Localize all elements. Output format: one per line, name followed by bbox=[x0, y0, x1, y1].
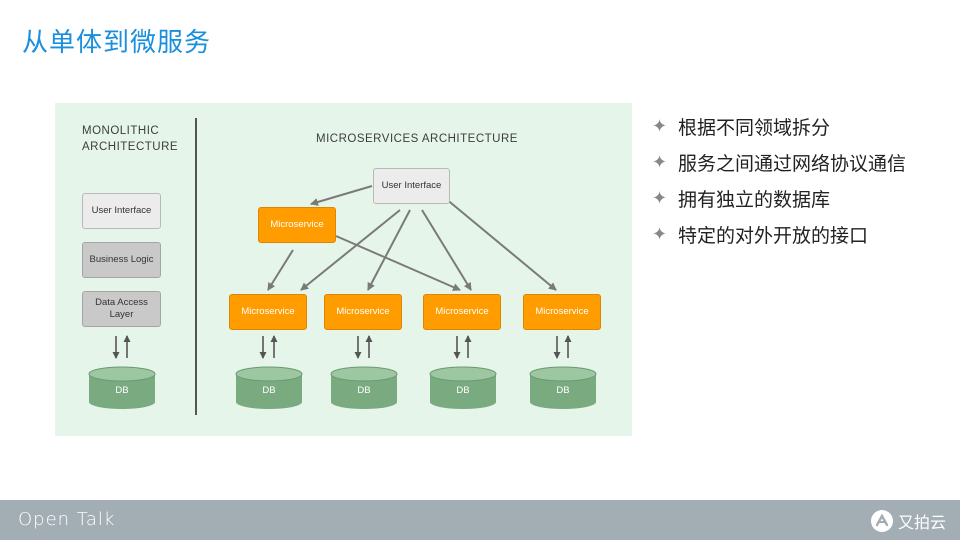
db-label-1: DB bbox=[262, 385, 276, 396]
microservice-3-box: Microservice bbox=[423, 294, 501, 330]
bullet-item: ✦ 特定的对外开放的接口 bbox=[652, 216, 906, 252]
mono-business-logic-box: Business Logic bbox=[82, 242, 161, 278]
db-label-mono: DB bbox=[115, 385, 129, 396]
bullet-item: ✦ 服务之间通过网络协议通信 bbox=[652, 144, 906, 180]
bullet-text: 特定的对外开放的接口 bbox=[678, 224, 869, 247]
monolithic-heading-line2: ARCHITECTURE bbox=[82, 141, 179, 153]
microservices-heading: MICROSERVICES ARCHITECTURE bbox=[316, 133, 518, 145]
mono-user-interface-box: User Interface bbox=[82, 193, 161, 229]
db-cylinder-4 bbox=[529, 366, 597, 409]
bullet-text: 根据不同领域拆分 bbox=[678, 116, 831, 139]
footer-brand: 又拍云 bbox=[870, 509, 946, 533]
microservice-top-box: Microservice bbox=[258, 207, 336, 243]
slide-title: 从单体到微服务 bbox=[22, 28, 212, 58]
db-cylinder-2 bbox=[330, 366, 398, 409]
mono-data-access-line2: Layer bbox=[109, 309, 134, 320]
monolithic-heading-line1: MONOLITHIC bbox=[82, 125, 160, 137]
arrow-ui-to-ms2 bbox=[367, 209, 411, 291]
sparkle-icon: ✦ bbox=[652, 151, 668, 173]
arrow-ui-to-ms3 bbox=[421, 209, 472, 291]
sparkle-icon: ✦ bbox=[652, 187, 668, 209]
arrow-ui-to-ms4 bbox=[444, 197, 557, 291]
bullet-item: ✦ 拥有独立的数据库 bbox=[652, 180, 906, 216]
bullet-text: 服务之间通过网络协议通信 bbox=[678, 152, 907, 175]
arrow-ui-to-ms1-b bbox=[300, 209, 401, 291]
upyun-logo-icon bbox=[870, 510, 893, 532]
db-cylinder-1 bbox=[235, 366, 303, 409]
monolithic-heading: MONOLITHIC ARCHITECTURE bbox=[82, 123, 178, 155]
footer-open-talk: Open Talk bbox=[18, 509, 116, 530]
architecture-divider bbox=[195, 118, 197, 415]
db-label-2: DB bbox=[357, 385, 371, 396]
microservice-4-box: Microservice bbox=[523, 294, 601, 330]
bullet-text: 拥有独立的数据库 bbox=[678, 188, 831, 211]
db-cylinder-mono bbox=[88, 366, 156, 409]
ms-user-interface-box: User Interface bbox=[373, 168, 450, 204]
db-label-3: DB bbox=[456, 385, 470, 396]
footer-brand-text: 又拍云 bbox=[897, 513, 946, 532]
sparkle-icon: ✦ bbox=[652, 115, 668, 137]
sparkle-icon: ✦ bbox=[652, 223, 668, 245]
microservice-2-box: Microservice bbox=[324, 294, 402, 330]
mono-data-access-line1: Data Access bbox=[95, 297, 148, 308]
arrow-ui-to-ms-top bbox=[310, 185, 373, 206]
arrow-mstop-to-ms1 bbox=[267, 249, 294, 291]
arrow-mstop-to-ms3 bbox=[335, 235, 461, 291]
db-cylinder-3 bbox=[429, 366, 497, 409]
footer-bar: Open Talk 又拍云 bbox=[0, 500, 960, 540]
mono-data-access-layer-box: Data Access Layer bbox=[82, 291, 161, 327]
microservice-1-box: Microservice bbox=[229, 294, 307, 330]
bullet-list: ✦ 根据不同领域拆分 ✦ 服务之间通过网络协议通信 ✦ 拥有独立的数据库 ✦ 特… bbox=[652, 108, 906, 252]
db-label-4: DB bbox=[556, 385, 570, 396]
bullet-item: ✦ 根据不同领域拆分 bbox=[652, 108, 906, 144]
